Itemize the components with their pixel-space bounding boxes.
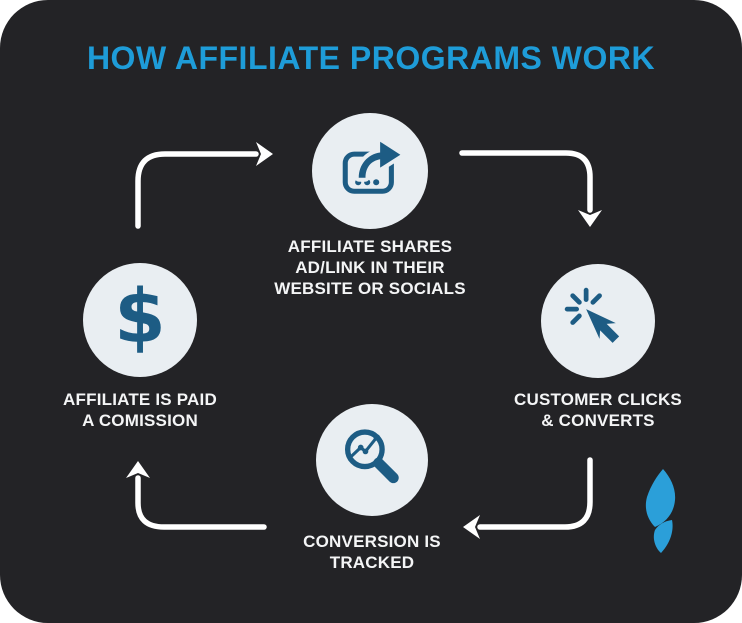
click-step-circle bbox=[541, 264, 655, 378]
label-line: A COMISSION bbox=[82, 411, 198, 430]
label-line: CUSTOMER CLICKS bbox=[514, 390, 682, 409]
arrow-bottom-to-left-icon bbox=[126, 461, 267, 530]
step-label-customer-clicks: CUSTOMER CLICKS & CONVERTS bbox=[486, 389, 710, 431]
arrow-top-to-right-icon bbox=[459, 150, 602, 227]
arrow-right-to-bottom-icon bbox=[463, 457, 593, 539]
flame-logo-icon bbox=[645, 469, 676, 553]
paid-step-circle: $ bbox=[83, 263, 197, 377]
label-line: AFFILIATE SHARES bbox=[287, 237, 453, 256]
magnifier-chart-icon bbox=[344, 429, 399, 484]
step-label-affiliate-paid: AFFILIATE IS PAID A COMISSION bbox=[28, 389, 252, 431]
label-line: TRACKED bbox=[329, 553, 415, 572]
step-label-conversion-tracked: CONVERSION IS TRACKED bbox=[262, 531, 482, 573]
label-line: AD/LINK IN THEIR bbox=[295, 258, 445, 277]
track-step-circle bbox=[316, 404, 428, 516]
share-step-circle bbox=[312, 113, 428, 229]
label-line: AFFILIATE IS PAID bbox=[63, 390, 217, 409]
page-title: HOW AFFILIATE PROGRAMS WORK bbox=[86, 40, 656, 76]
dollar-sign-icon: $ bbox=[114, 274, 166, 360]
cursor-click-icon bbox=[564, 287, 620, 343]
share-arrow-icon bbox=[342, 137, 405, 194]
step-label-affiliate-shares: AFFILIATE SHARES AD/LINK IN THEIR WEBSIT… bbox=[240, 236, 500, 299]
label-line: CONVERSION IS bbox=[303, 532, 441, 551]
label-line: WEBSITE OR SOCIALS bbox=[274, 279, 466, 298]
arrow-left-to-top-icon bbox=[135, 142, 273, 229]
label-line: & CONVERTS bbox=[541, 411, 655, 430]
